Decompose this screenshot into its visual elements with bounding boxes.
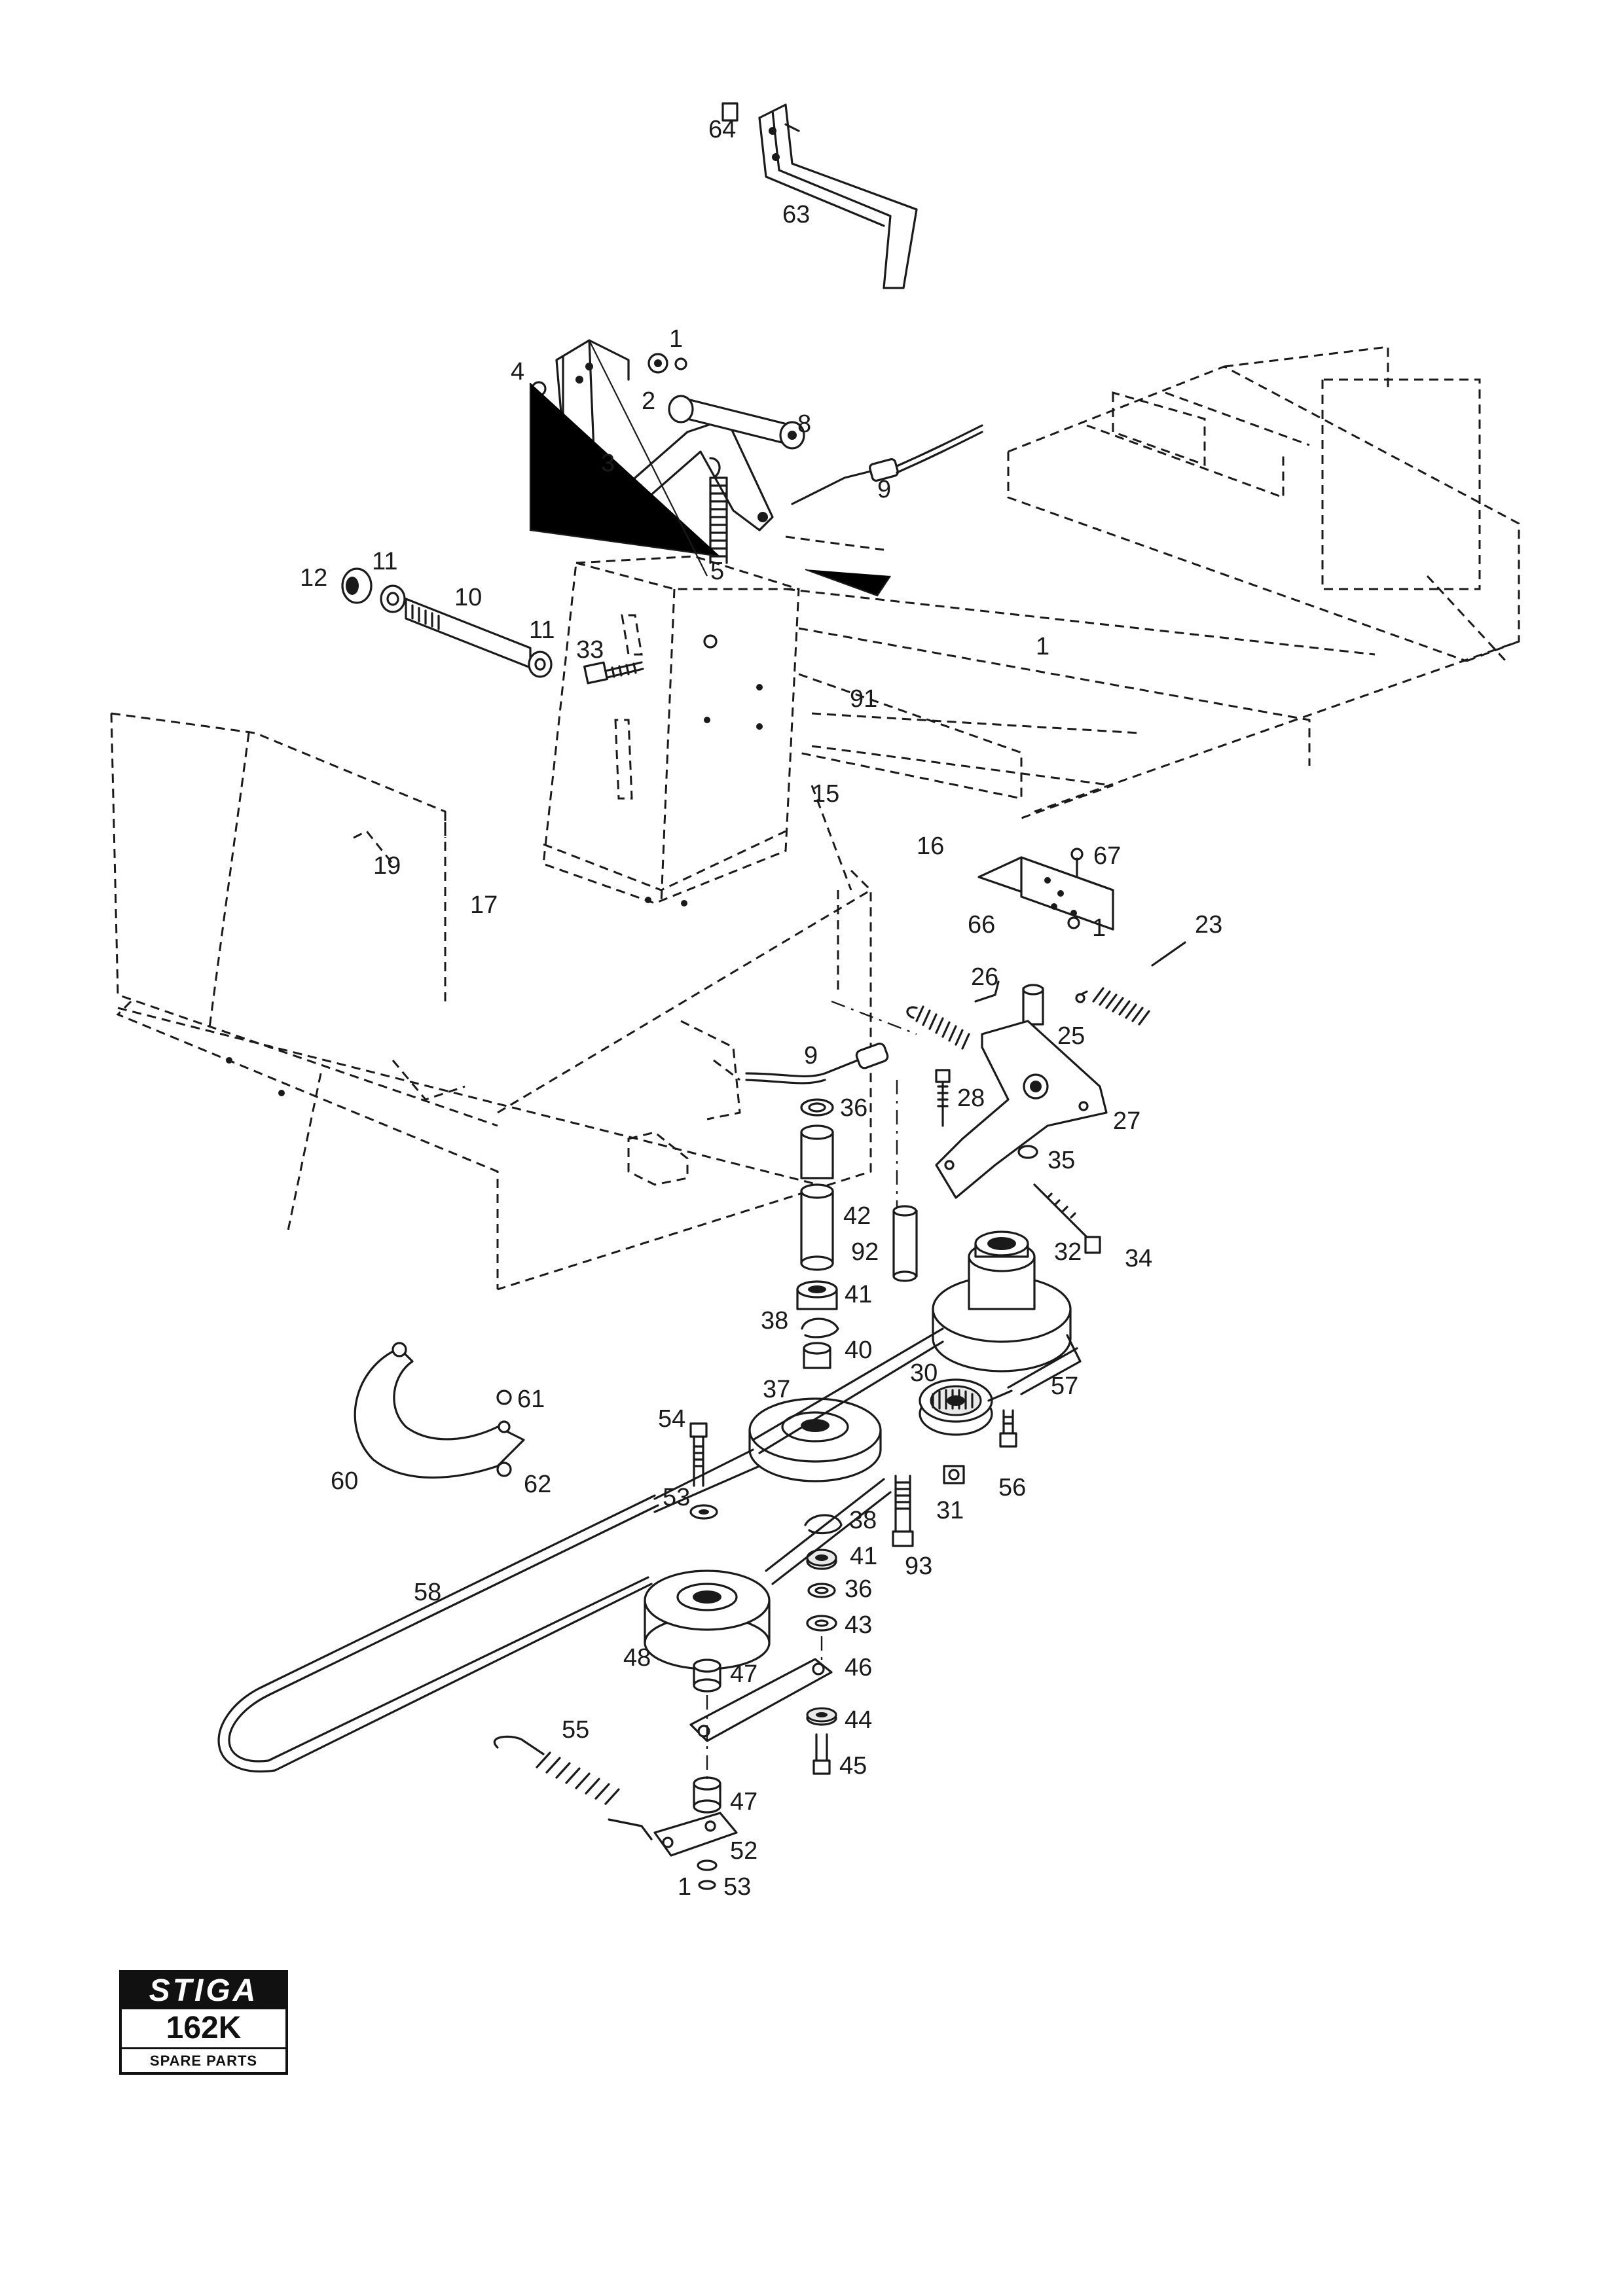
part-label: 44 — [845, 1706, 872, 1734]
part-label: 25 — [1057, 1022, 1085, 1050]
part-label: 53 — [663, 1484, 690, 1511]
part-label: 11 — [372, 548, 397, 575]
part-label: 57 — [1051, 1372, 1078, 1400]
stiga-logo: STIGA 162K SPARE PARTS — [119, 1970, 288, 2075]
logo-brand: STIGA — [122, 1973, 285, 2009]
part-labels: 64 63 1 4 2 8 3 9 12 11 10 5 11 33 1 91 … — [300, 116, 1222, 1901]
part-label: 91 — [850, 685, 877, 713]
part-label: 3 — [601, 450, 615, 477]
part-label: 30 — [910, 1359, 938, 1387]
part-label: 40 — [845, 1336, 872, 1364]
part-label: 15 — [812, 780, 839, 808]
part-label: 27 — [1113, 1107, 1140, 1135]
bolt-33 — [583, 661, 644, 685]
chassis-frame — [785, 346, 1520, 819]
logo-model: 162K — [122, 2009, 285, 2049]
part-label: 12 — [300, 564, 327, 592]
bracket-66 — [977, 848, 1114, 931]
part-label: 4 — [511, 358, 524, 386]
spring-plate-52 — [493, 1735, 738, 1890]
column-housing — [542, 555, 800, 906]
belt-58 — [217, 1448, 892, 1773]
part-label: 62 — [524, 1471, 551, 1498]
part-label: 66 — [968, 911, 995, 939]
part-label: 1 — [1092, 914, 1106, 942]
part-label: 41 — [845, 1281, 872, 1308]
logo-subtitle: SPARE PARTS — [149, 2053, 258, 2069]
part-label: 1 — [1036, 633, 1049, 660]
part-label: 9 — [877, 476, 891, 503]
part-label: 31 — [936, 1497, 964, 1524]
part-label: 55 — [562, 1716, 589, 1744]
part-label: 52 — [730, 1837, 757, 1865]
part-label: 9 — [804, 1042, 818, 1069]
part-label: 2 — [642, 387, 655, 415]
part-label: 38 — [761, 1307, 788, 1335]
upper-spindle-stack — [796, 1098, 839, 1369]
part-label: 5 — [710, 558, 724, 585]
part-label: 28 — [957, 1085, 985, 1112]
part-label: 35 — [1048, 1147, 1075, 1174]
part-label: 61 — [517, 1386, 545, 1413]
part-label: 63 — [782, 201, 810, 228]
part-label: 36 — [845, 1575, 872, 1603]
pulley-48 — [644, 1570, 771, 1670]
part-label: 10 — [454, 584, 482, 611]
part-label: 48 — [623, 1644, 651, 1672]
part-label: 93 — [905, 1552, 932, 1580]
part-label: 19 — [373, 852, 401, 880]
part-label: 23 — [1195, 911, 1222, 939]
tension-lever-27 — [935, 984, 1108, 1199]
belt-57 — [752, 1327, 1082, 1454]
part-label: 17 — [470, 891, 498, 919]
part-label: 36 — [840, 1094, 867, 1122]
part-label: 11 — [529, 617, 555, 644]
part-label: 56 — [998, 1474, 1026, 1501]
part-label: 47 — [730, 1788, 757, 1816]
part-label: 16 — [917, 833, 944, 860]
part-label: 33 — [576, 636, 604, 664]
part-label: 92 — [851, 1238, 879, 1266]
part-label: 60 — [331, 1467, 358, 1495]
part-label: 34 — [1125, 1245, 1152, 1272]
pulley-32 — [932, 1230, 1072, 1372]
part-label: 54 — [658, 1405, 685, 1433]
pulley-37 — [748, 1397, 882, 1482]
part-label: 47 — [730, 1660, 757, 1688]
part-label: 8 — [797, 410, 811, 438]
part-label: 42 — [843, 1202, 871, 1230]
springs-upper — [906, 941, 1186, 1050]
part-label: 1 — [678, 1873, 691, 1901]
part-label: 46 — [845, 1654, 872, 1681]
pedal-63 — [721, 102, 918, 289]
part-label: 53 — [723, 1873, 751, 1901]
part-label: 45 — [839, 1752, 867, 1780]
part-label: 1 — [669, 325, 683, 353]
part-label: 58 — [414, 1579, 441, 1606]
pivot-shaft-10 — [341, 567, 553, 678]
part-label: 26 — [971, 963, 998, 991]
mower-deck-outline — [110, 712, 872, 1291]
part-label: 41 — [850, 1543, 877, 1570]
idler-arm-46 — [689, 1636, 837, 1814]
part-label: 37 — [763, 1376, 790, 1403]
fasteners-mid — [689, 1409, 1017, 1547]
part-label: 43 — [845, 1611, 872, 1639]
belt-guard-60 — [354, 1342, 525, 1479]
part-label: 32 — [1054, 1238, 1082, 1266]
part-label: 38 — [849, 1507, 877, 1534]
tube-92 — [892, 1205, 918, 1282]
lower-spindle-stack — [689, 1504, 843, 1632]
control-lever-assembly — [529, 339, 983, 597]
idler-pulley-30 — [919, 1378, 993, 1436]
part-label: 64 — [708, 116, 736, 143]
bolt-34 — [1033, 1183, 1101, 1254]
part-label: 67 — [1093, 842, 1121, 870]
